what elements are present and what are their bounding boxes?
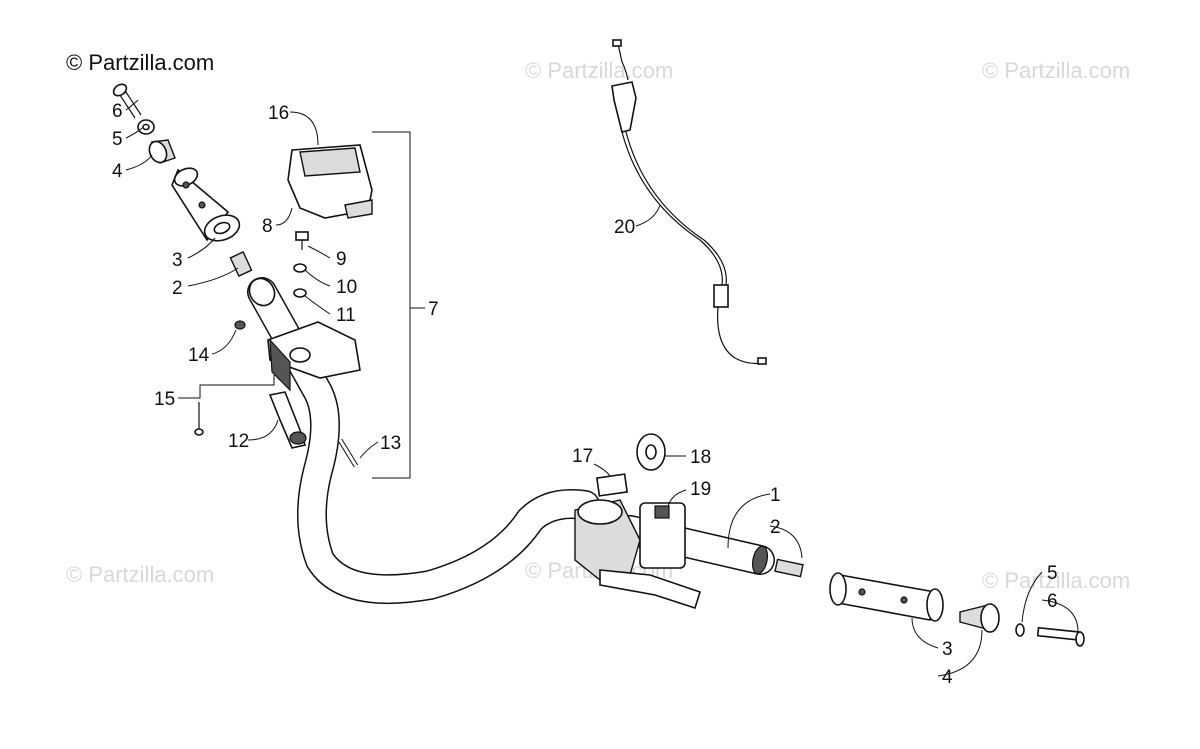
washer-18 <box>636 433 666 471</box>
right-end-cap-4 <box>959 603 1000 633</box>
callout-12: 12 <box>228 431 249 452</box>
left-grip-3 <box>171 167 241 242</box>
watermark: © Partzilla.com <box>525 58 673 83</box>
throttle-housing <box>267 321 361 392</box>
callout-19: 19 <box>690 479 711 500</box>
washer-10 <box>293 263 307 273</box>
callout-5: 5 <box>112 129 123 150</box>
callout-5: 5 <box>1047 563 1058 584</box>
left-end-cap-4 <box>148 139 176 164</box>
callout-15: 15 <box>154 389 175 410</box>
callout-10: 10 <box>336 277 357 298</box>
watermark: © Partzilla.com <box>982 568 1130 593</box>
screw-15 <box>194 402 204 436</box>
callout-labels: 6 5 4 3 2 16 8 9 10 11 7 14 15 12 13 20 … <box>112 101 1058 688</box>
callout-16: 16 <box>268 103 289 124</box>
callout-4: 4 <box>942 667 953 688</box>
cover-16 <box>287 144 373 219</box>
screw-9 <box>295 231 309 250</box>
throttle-lever-12 <box>268 391 307 449</box>
right-washer-5 <box>1015 623 1025 637</box>
right-insert-2 <box>774 558 804 578</box>
leader-lines <box>125 99 1079 677</box>
handlebar <box>247 277 775 605</box>
callout-13: 13 <box>380 433 401 454</box>
switch-19 <box>654 505 670 519</box>
callout-11: 11 <box>336 305 356 326</box>
left-bolt-6 <box>112 83 142 119</box>
washer-11 <box>293 288 307 298</box>
screw-13 <box>337 438 359 468</box>
right-grip-3 <box>829 572 944 622</box>
callout-14: 14 <box>188 345 210 366</box>
copyright-notice: © Partzilla.com <box>66 50 215 75</box>
label-17 <box>595 473 629 497</box>
left-insert-2 <box>229 251 253 277</box>
callout-6: 6 <box>112 101 123 122</box>
callout-6: 6 <box>1047 591 1058 612</box>
watermark: © Partzilla.com <box>66 562 214 587</box>
right-bolt-6 <box>1036 626 1085 647</box>
callout-18: 18 <box>690 447 711 468</box>
callout-7: 7 <box>428 299 439 320</box>
brake-lever-assembly <box>574 499 701 610</box>
callout-3: 3 <box>172 250 183 271</box>
callout-20: 20 <box>614 217 635 238</box>
callout-2: 2 <box>172 278 183 299</box>
callout-17: 17 <box>572 446 593 467</box>
callout-9: 9 <box>336 249 347 270</box>
switch-cable-20 <box>611 39 767 365</box>
callout-4: 4 <box>112 161 123 182</box>
callout-3: 3 <box>942 639 953 660</box>
callout-1: 1 <box>770 485 781 506</box>
callout-8: 8 <box>262 216 273 237</box>
nut-14 <box>234 320 246 330</box>
callout-2: 2 <box>770 517 781 538</box>
watermark: © Partzilla.com <box>982 58 1130 83</box>
